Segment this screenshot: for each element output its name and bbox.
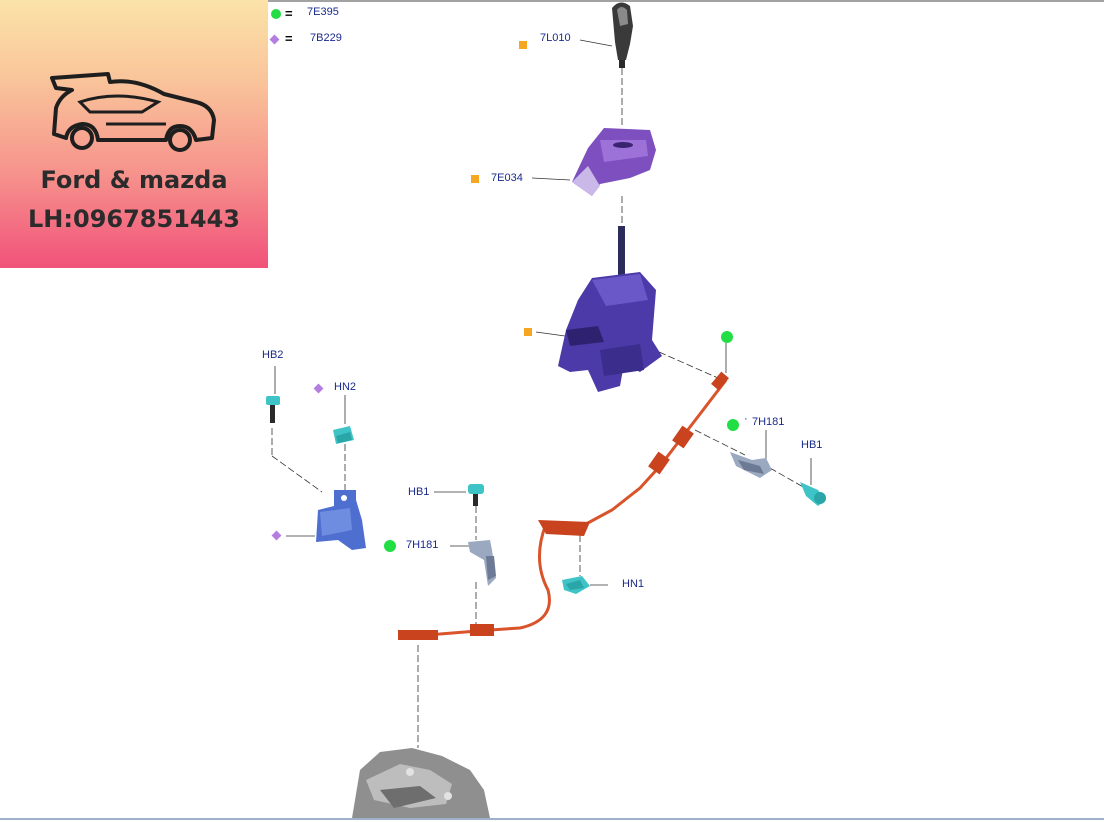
label-7l010: 7L010 xyxy=(540,32,571,44)
cable-clip-center-part xyxy=(468,540,496,586)
orange-square-icon xyxy=(471,175,479,183)
label-hb1-center: HB1 xyxy=(408,486,429,498)
leader-lines xyxy=(274,39,812,586)
bottom-divider xyxy=(0,818,1104,820)
label-7h181-center: 7H181 xyxy=(406,539,438,551)
label-hb1-right: HB1 xyxy=(801,439,822,451)
green-circle-icon xyxy=(384,540,396,552)
shift-cable-part xyxy=(398,371,729,640)
label-hn2: HN2 xyxy=(334,381,356,393)
bolt-left-part xyxy=(266,396,280,423)
green-circle-icon xyxy=(721,331,733,343)
watermark-brand-text: Ford & mazda xyxy=(40,166,228,194)
label-7e034: 7E034 xyxy=(491,172,523,184)
label-7h181-right: 7H181 xyxy=(752,416,784,428)
car-logo-icon xyxy=(50,72,216,152)
nut-center-part xyxy=(562,576,590,594)
green-circle-icon xyxy=(727,419,739,431)
orange-square-icon xyxy=(519,41,527,49)
dot-mark: · xyxy=(744,413,748,425)
transmission-part xyxy=(352,748,490,818)
legend-code-2: 7B229 xyxy=(310,32,342,44)
bolt-right-part xyxy=(800,482,826,506)
assembly-lines xyxy=(271,68,806,748)
shift-bezel-part xyxy=(572,128,656,196)
purple-diamond-icon xyxy=(271,530,282,541)
shifter-assembly-part xyxy=(558,226,662,392)
label-hn1: HN1 xyxy=(622,578,644,590)
legend-purple-diamond-icon xyxy=(269,34,280,45)
legend-code-1: 7E395 xyxy=(307,6,339,18)
legend-eq-1: = xyxy=(285,6,293,21)
watermark-phone-text: LH:0967851443 xyxy=(28,205,240,233)
purple-diamond-icon xyxy=(313,383,324,394)
nut-left-part xyxy=(333,426,354,444)
gear-knob-part xyxy=(612,2,633,68)
legend-eq-2: = xyxy=(285,31,293,46)
bolt-center-part xyxy=(468,484,484,506)
orange-square-icon xyxy=(524,328,532,336)
watermark-panel: Ford & mazda LH:0967851443 xyxy=(0,0,268,268)
bracket-left-part xyxy=(316,490,366,550)
legend: = 7E395 = 7B229 xyxy=(269,6,342,46)
cable-clip-right-part xyxy=(730,452,772,478)
label-hb2: HB2 xyxy=(262,349,283,361)
legend-green-circle-icon xyxy=(271,9,281,19)
